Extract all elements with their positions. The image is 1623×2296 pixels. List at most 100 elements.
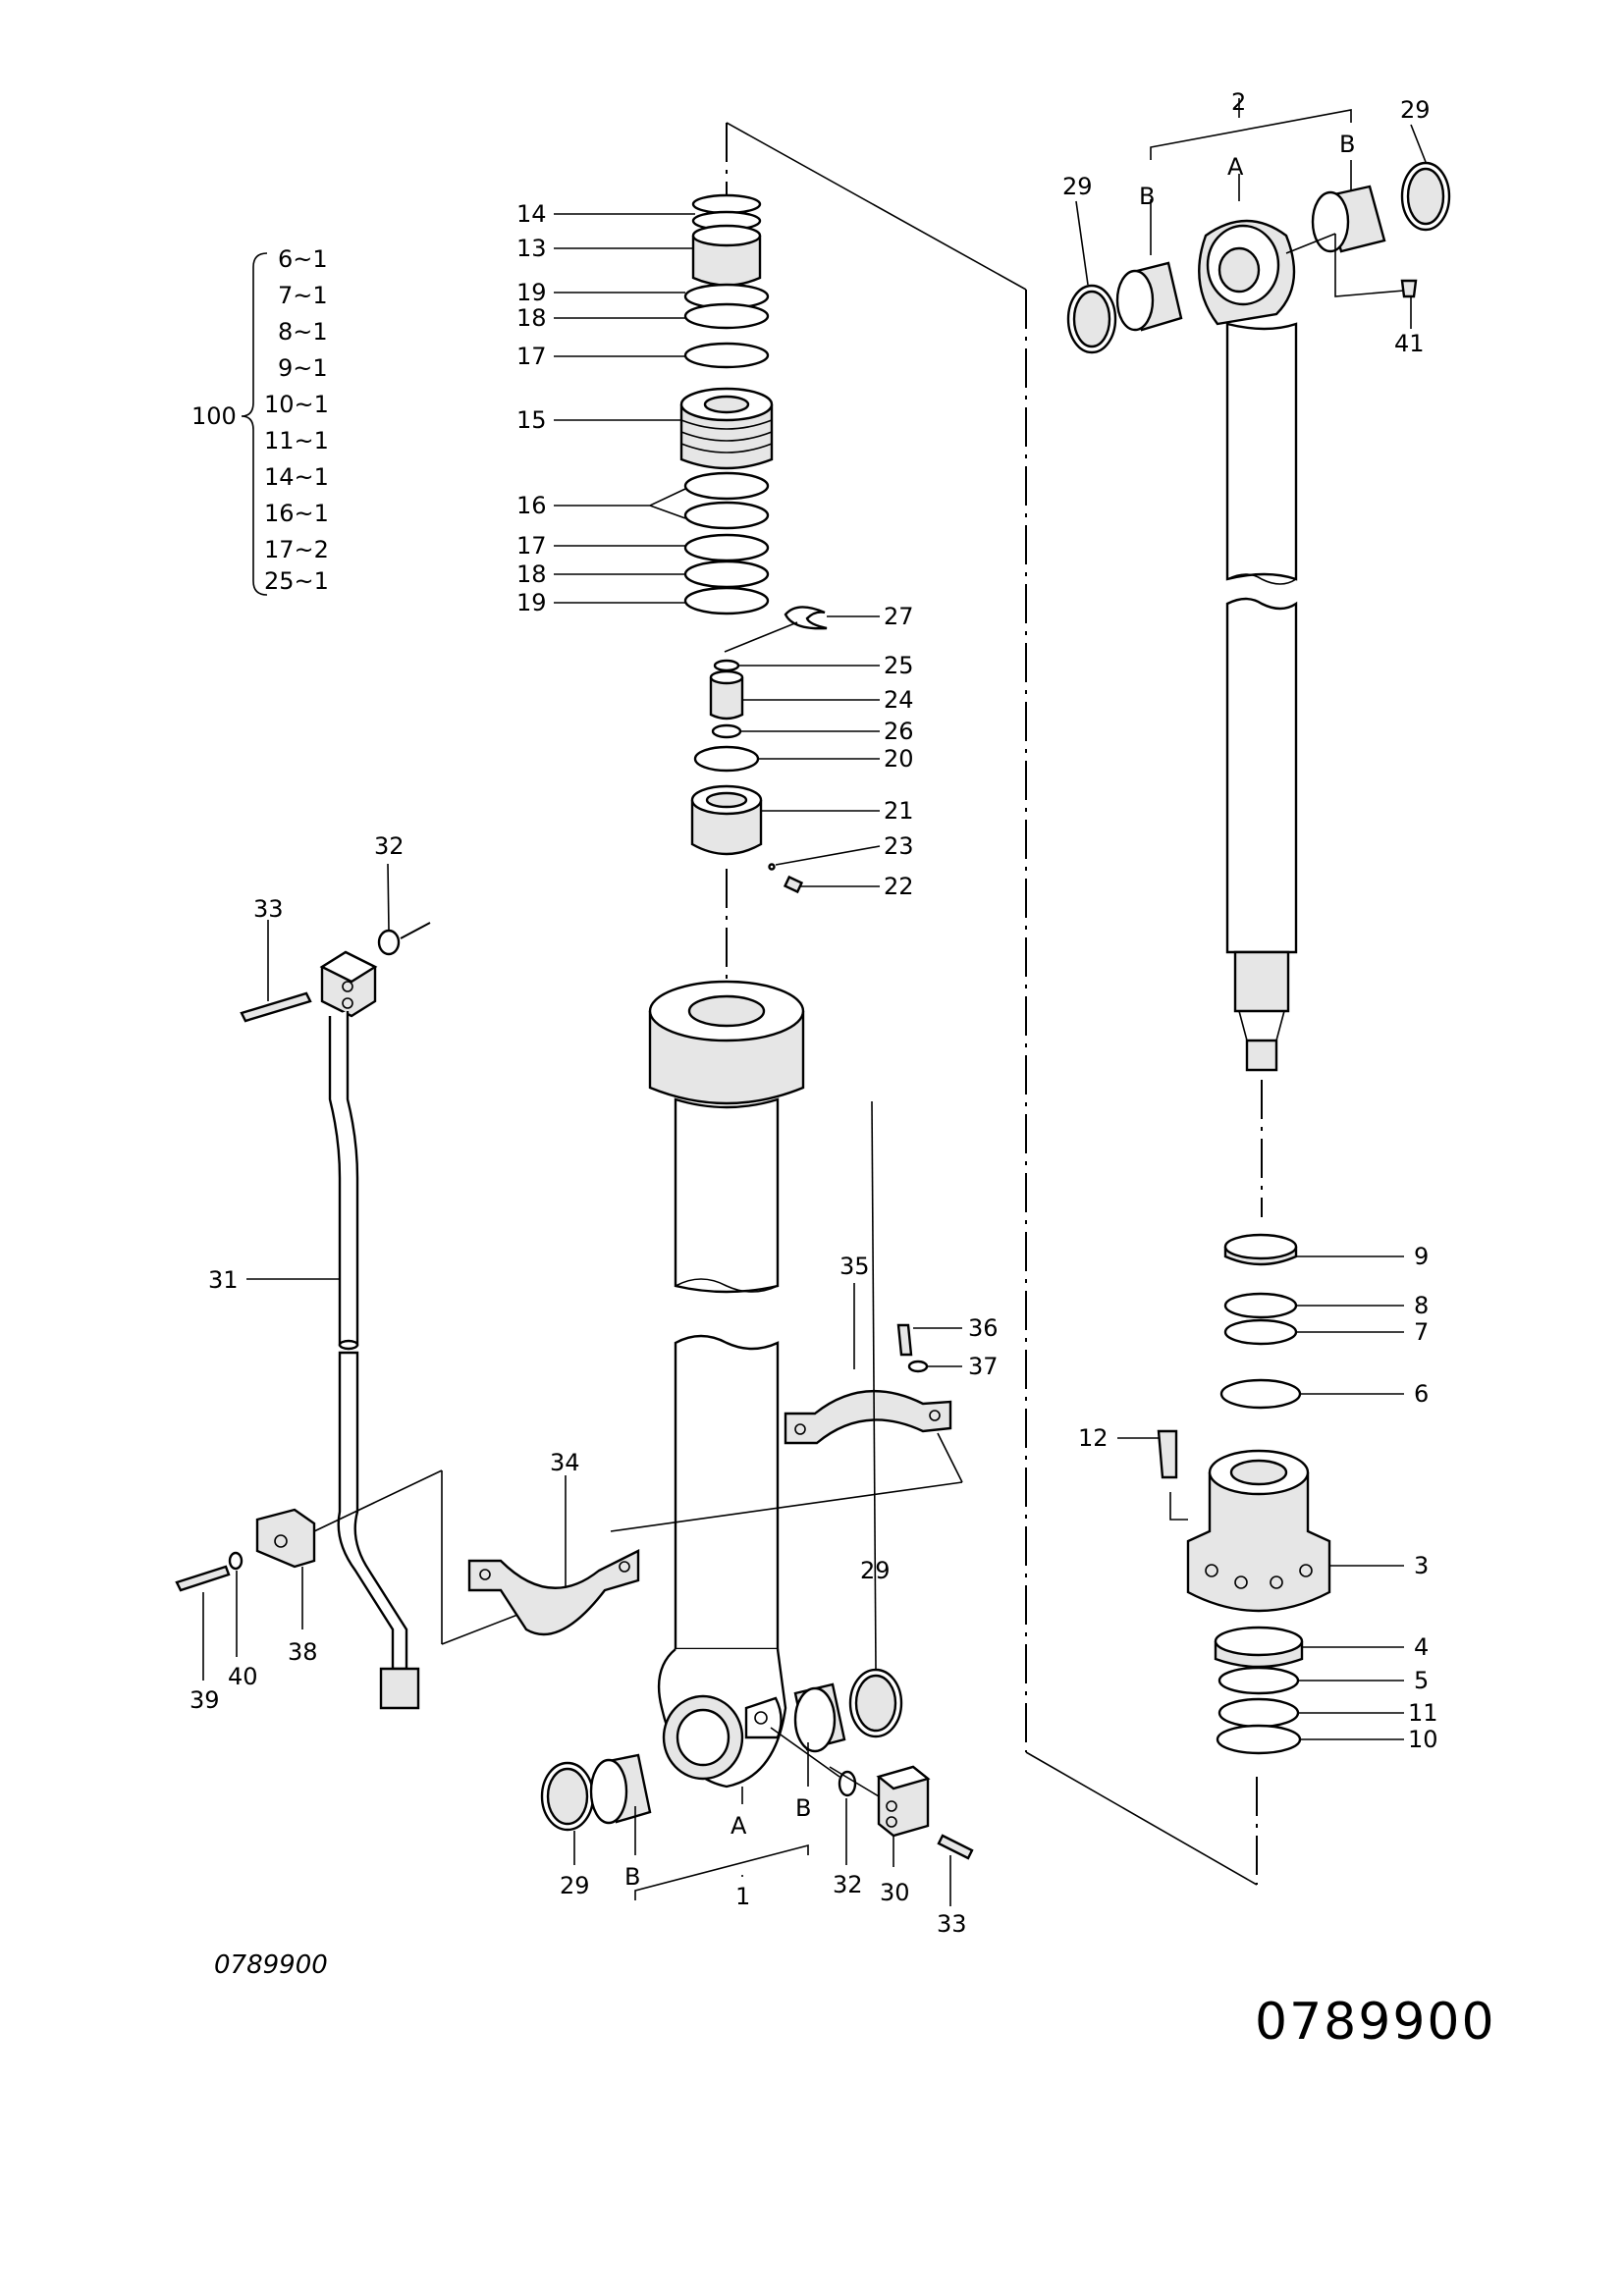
kit-item: 11~1	[264, 427, 329, 454]
ring-5	[1217, 1666, 1300, 1695]
callout-39: 39	[189, 1686, 220, 1714]
callout-19: 19	[516, 589, 547, 616]
callout-33: 33	[937, 1910, 967, 1938]
callout-41: 41	[1394, 330, 1425, 357]
o-ring-18	[683, 302, 770, 330]
cylinder-tube-1	[648, 980, 805, 1789]
callout-18: 18	[516, 304, 547, 332]
callout-25: 25	[884, 652, 914, 679]
bolt-33-top	[240, 991, 312, 1023]
kit-item: 8~1	[278, 318, 328, 346]
callout-37: 37	[968, 1353, 999, 1380]
kit-item: 16~1	[264, 500, 329, 527]
callout-38: 38	[288, 1638, 318, 1666]
seal-kit-list: 100 6~1 7~1 8~1 9~1 10~1 11~1 14~1 16~1 …	[191, 245, 329, 596]
ball-23	[768, 863, 776, 871]
bolt-39	[175, 1565, 231, 1592]
hose-block-30	[770, 1727, 974, 1860]
letter-a-top: A	[1227, 153, 1244, 181]
callout-26: 26	[884, 718, 914, 745]
callout-3: 3	[1414, 1552, 1429, 1579]
callout-22: 22	[884, 873, 914, 900]
callout-17: 17	[516, 532, 547, 560]
callout-16: 16	[516, 492, 547, 519]
washer-37	[907, 1360, 929, 1373]
reference-lines	[726, 122, 1258, 1886]
clamp-34	[467, 1481, 963, 1636]
bolt-33-bottom	[937, 1834, 974, 1860]
cylinder-head-parts	[679, 123, 828, 1001]
washer-40	[228, 1551, 243, 1571]
ring-7	[1223, 1318, 1298, 1346]
callout-1: 1	[735, 1883, 750, 1910]
callout-9: 9	[1414, 1243, 1429, 1270]
callout-29: 29	[1062, 173, 1093, 200]
bolt-36	[896, 1323, 913, 1357]
callout-6: 6	[1414, 1380, 1429, 1408]
callout-21: 21	[884, 797, 914, 825]
callout-32: 32	[833, 1871, 863, 1898]
callout-30: 30	[880, 1879, 910, 1906]
ring-11	[1217, 1697, 1300, 1729]
callout-34: 34	[550, 1449, 580, 1476]
ring-8	[1223, 1292, 1298, 1319]
clamp-38	[175, 1469, 531, 1645]
sleeve-24	[709, 677, 744, 721]
clamp-35	[784, 1323, 963, 1483]
seal-16	[683, 471, 770, 501]
dust-seal-14	[691, 193, 762, 215]
kit-item: 9~1	[278, 354, 328, 382]
kit-item: 10~1	[264, 391, 329, 418]
o-ring-20	[693, 745, 760, 773]
callout-27: 27	[884, 603, 914, 630]
letter-b-bottom-left: B	[624, 1863, 640, 1891]
o-ring-18b	[683, 560, 770, 589]
kit-item: 14~1	[264, 463, 329, 491]
set-screw-22	[783, 875, 804, 894]
callout-29: 29	[860, 1557, 891, 1584]
backup-ring-19b	[683, 586, 770, 615]
callout-4: 4	[1414, 1633, 1429, 1661]
letter-b-bottom-right: B	[795, 1794, 811, 1822]
ring-6	[1219, 1378, 1302, 1410]
callout-12: 12	[1078, 1424, 1109, 1452]
bolt-12	[1157, 1429, 1178, 1479]
callout-18: 18	[516, 561, 547, 588]
callout-33: 33	[253, 895, 284, 923]
drawing-number-small: 0789900	[214, 1950, 328, 1980]
callout-31: 31	[208, 1266, 239, 1294]
letter-a-bottom: A	[730, 1812, 747, 1840]
kit-item: 6~1	[278, 245, 328, 273]
callout-36: 36	[968, 1314, 999, 1342]
ring-25	[713, 659, 740, 672]
kit-label: 100	[191, 402, 237, 430]
callout-13: 13	[516, 235, 547, 262]
ring-26	[711, 723, 742, 739]
callout-11: 11	[1408, 1699, 1438, 1727]
backup-ring-17	[683, 342, 770, 369]
callout-29: 29	[1400, 96, 1431, 124]
callout-29: 29	[560, 1872, 590, 1899]
bushings-29-top	[1066, 161, 1451, 354]
letter-b-top-right: B	[1339, 131, 1355, 158]
callout-40: 40	[228, 1663, 258, 1690]
callout-5: 5	[1414, 1667, 1429, 1694]
callout-23: 23	[884, 832, 914, 860]
head-15	[679, 404, 774, 470]
callout-24: 24	[884, 686, 914, 714]
callout-7: 7	[1414, 1318, 1429, 1346]
piston-rod-2	[1198, 219, 1298, 1217]
drawing-number-large: 0789900	[1255, 1993, 1496, 2052]
nut-21	[690, 800, 763, 856]
leader-lines	[202, 124, 1427, 1906]
o-ring-32-bottom	[838, 1770, 857, 1797]
callout-20: 20	[884, 745, 914, 773]
callout-15: 15	[516, 406, 547, 434]
callout-10: 10	[1408, 1726, 1438, 1753]
callout-8: 8	[1414, 1292, 1429, 1319]
callout-35: 35	[839, 1253, 870, 1280]
letter-b-top-left: B	[1139, 183, 1155, 210]
callout-19: 19	[516, 279, 547, 306]
callout-17: 17	[516, 343, 547, 370]
kit-item: 17~2	[264, 536, 329, 563]
